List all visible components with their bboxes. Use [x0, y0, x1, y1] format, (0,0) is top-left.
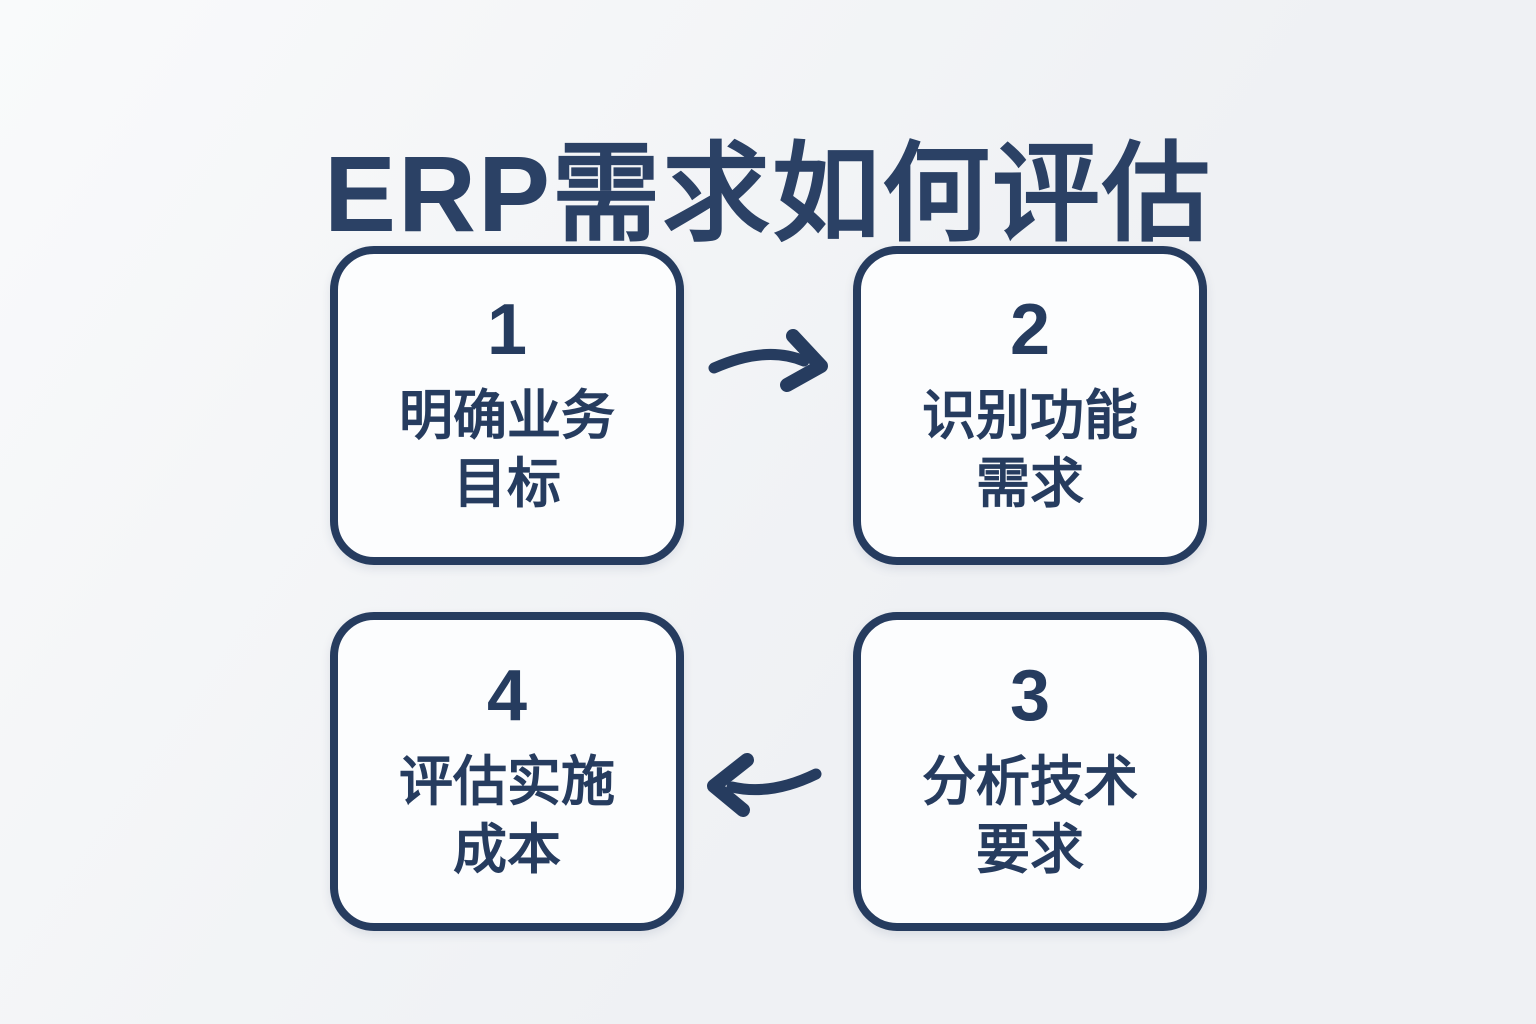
step-box-4: 4 评估实施 成本	[330, 612, 684, 931]
step-number: 1	[486, 289, 528, 370]
curved-arrow-right-icon	[708, 329, 828, 392]
step-box-1: 1 明确业务 目标	[330, 246, 684, 565]
step-label: 识别功能 需求	[922, 385, 1138, 514]
curved-arrow-left-icon	[707, 753, 822, 817]
step-box-2: 2 识别功能 需求	[853, 246, 1207, 565]
step-number: 2	[1009, 289, 1051, 370]
step-label: 评估实施 成本	[399, 751, 615, 880]
step-label: 明确业务 目标	[399, 385, 615, 514]
step-number: 4	[486, 655, 528, 736]
step-label: 分析技术 要求	[922, 751, 1138, 880]
step-number: 3	[1009, 655, 1051, 736]
step-box-3: 3 分析技术 要求	[853, 612, 1207, 931]
page-title: ERP需求如何评估	[323, 133, 1213, 255]
